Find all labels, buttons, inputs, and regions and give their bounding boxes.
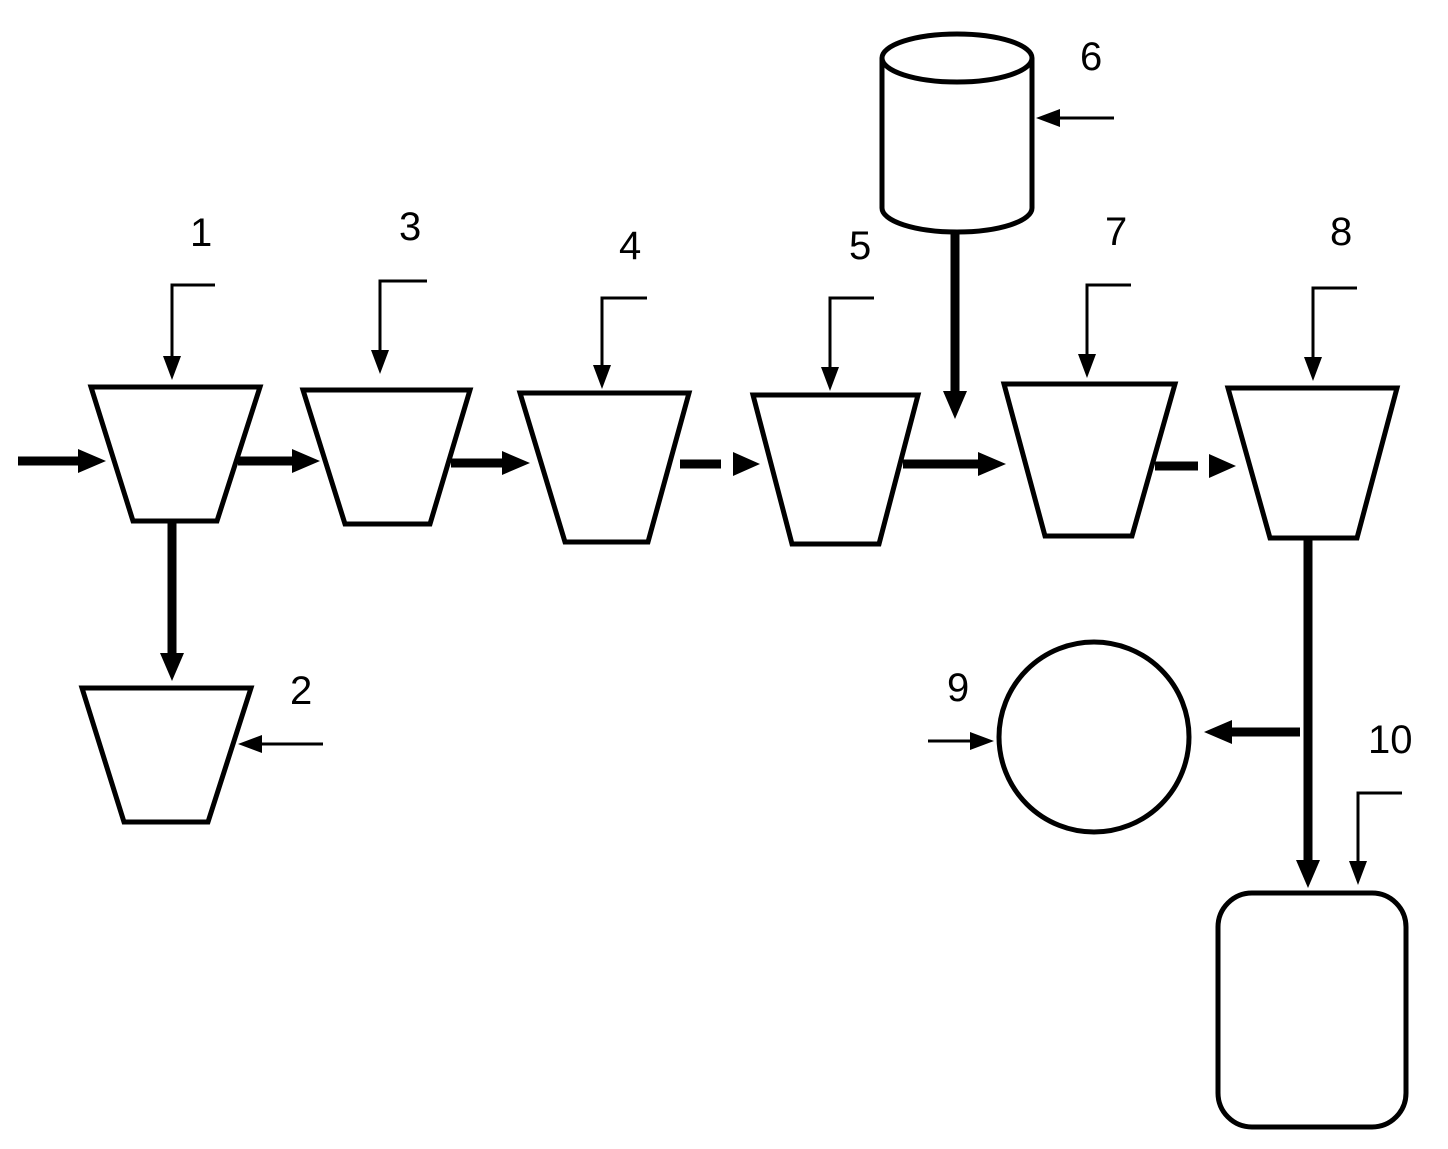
- vessel-2: [78, 685, 255, 825]
- flow-arrow-6-down: [943, 230, 967, 419]
- input-arrow-10: [1349, 791, 1402, 885]
- label-1: 1: [190, 211, 212, 255]
- vessel-1: [87, 384, 264, 524]
- input-arrow-2: [238, 735, 323, 753]
- input-arrow-7: [1078, 283, 1131, 378]
- flow-arrow-7-to-8: [1155, 454, 1236, 478]
- label-10: 10: [1368, 718, 1413, 762]
- container-10: [1215, 890, 1409, 1130]
- vessel-8: [1224, 385, 1401, 541]
- circle-vessel-9: [996, 639, 1192, 835]
- input-arrow-3: [371, 279, 427, 374]
- label-6: 6: [1080, 35, 1102, 79]
- input-arrow-4: [593, 296, 647, 389]
- input-arrow-5: [821, 296, 874, 391]
- flow-arrow-1-to-2: [160, 522, 184, 681]
- flow-arrow-4-to-5: [680, 452, 760, 476]
- vessel-5: [749, 392, 922, 547]
- label-7: 7: [1105, 210, 1127, 254]
- input-arrow-9: [928, 732, 994, 750]
- feed-arrow-into-1: [18, 449, 106, 473]
- flow-arrow-branch-to-9: [1204, 720, 1300, 744]
- label-9: 9: [947, 666, 969, 710]
- label-3: 3: [399, 205, 421, 249]
- label-2: 2: [290, 669, 312, 713]
- label-8: 8: [1330, 210, 1352, 254]
- flow-arrow-5-to-7: [903, 452, 1006, 476]
- vessel-7: [1000, 381, 1179, 539]
- input-arrow-6: [1036, 109, 1114, 127]
- flow-arrow-3-to-4: [451, 451, 530, 475]
- flow-arrow-8-to-10: [1296, 540, 1320, 888]
- storage-tank-6: [879, 31, 1035, 235]
- input-arrow-1: [163, 283, 215, 380]
- label-4: 4: [619, 224, 641, 268]
- vessel-3: [299, 387, 474, 527]
- flow-arrow-1-to-3: [238, 449, 320, 473]
- input-arrow-8: [1304, 286, 1357, 381]
- label-5: 5: [849, 224, 871, 268]
- vessel-4: [516, 390, 693, 545]
